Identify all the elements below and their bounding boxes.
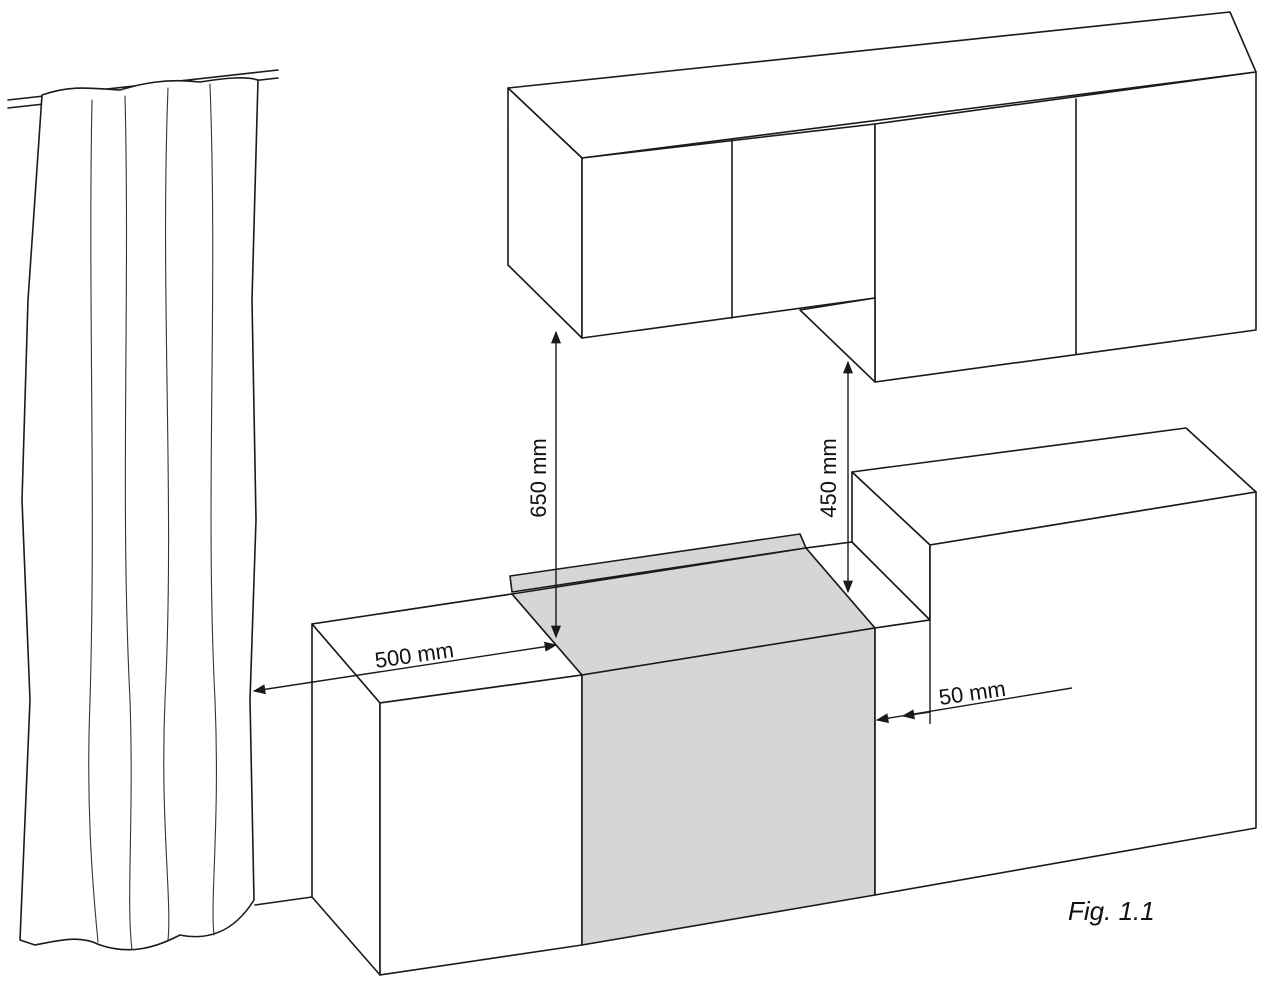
curtain-fold-4 [209,83,217,936]
dimension-650-label: 650 mm [526,438,551,517]
curtain-outline [19,77,259,951]
figure-caption: Fig. 1.1 [1068,896,1155,926]
curtain-fold-2 [124,95,133,951]
dimension-450-label: 450 mm [816,438,841,517]
curtain-fold-1 [88,99,99,943]
curtain [7,69,313,951]
base-right-front [874,491,1257,896]
cooker-front [581,627,876,946]
base-cabinet-right [805,427,1257,896]
base-left-front [379,674,583,976]
dimension-450: 450 mm [816,360,854,594]
curtain-wall-base [254,896,313,906]
wall-cabinet-recess-side [799,297,876,383]
dimension-500-line [252,641,558,695]
dimension-50-tick [901,709,931,720]
curtain-fold-3 [163,87,170,941]
wall-cabinet-front-right [874,71,1257,383]
dimension-650: 650 mm [526,330,562,639]
wall-cabinets [507,11,1257,383]
